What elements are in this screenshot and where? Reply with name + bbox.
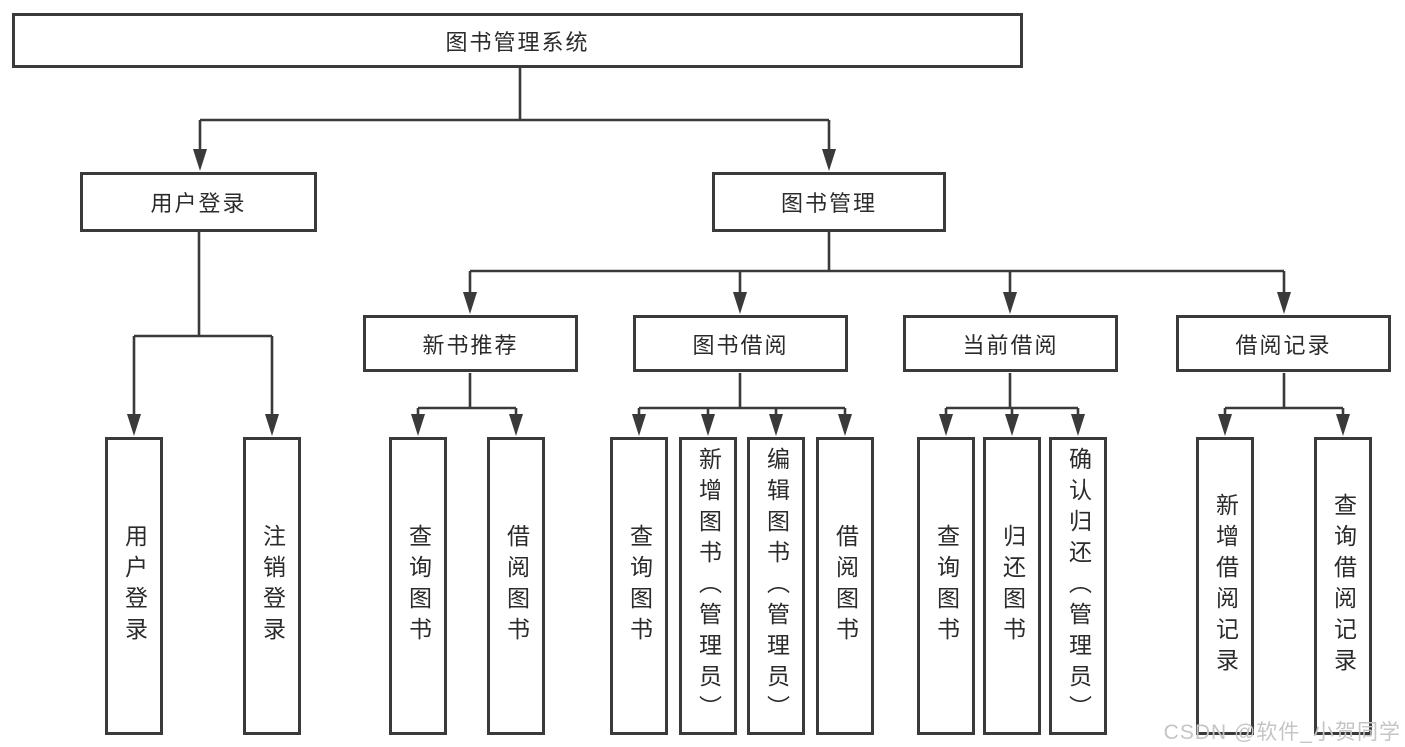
node-query-books-3: 查询图书 <box>917 437 975 735</box>
watermark: CSDN @软件_小贺同学 <box>1163 721 1401 744</box>
node-edit-books-admin: 编辑图书（管理员） <box>747 437 805 735</box>
node-return-books: 归还图书 <box>983 437 1041 735</box>
node-confirm-return-admin: 确认归还（管理员） <box>1049 437 1107 735</box>
node-add-books-admin: 新增图书（管理员） <box>679 437 737 735</box>
node-current-borrowing: 当前借阅 <box>903 315 1118 372</box>
node-query-books-2: 查询图书 <box>610 437 668 735</box>
node-add-borrow-record: 新增借阅记录 <box>1196 437 1254 735</box>
node-query-borrow-record: 查询借阅记录 <box>1314 437 1372 735</box>
node-book-management: 图书管理 <box>712 172 946 232</box>
node-user-login-action: 用户登录 <box>105 437 163 735</box>
node-borrowing-records: 借阅记录 <box>1176 315 1391 372</box>
node-new-book-recommendation: 新书推荐 <box>363 315 578 372</box>
node-logout-action: 注销登录 <box>243 437 301 735</box>
node-book-borrowing: 图书借阅 <box>633 315 848 372</box>
node-borrow-books-1: 借阅图书 <box>487 437 545 735</box>
node-user-login: 用户登录 <box>80 172 317 232</box>
node-query-books-1: 查询图书 <box>389 437 447 735</box>
node-library-management-system: 图书管理系统 <box>12 13 1023 68</box>
node-borrow-books-2: 借阅图书 <box>816 437 874 735</box>
